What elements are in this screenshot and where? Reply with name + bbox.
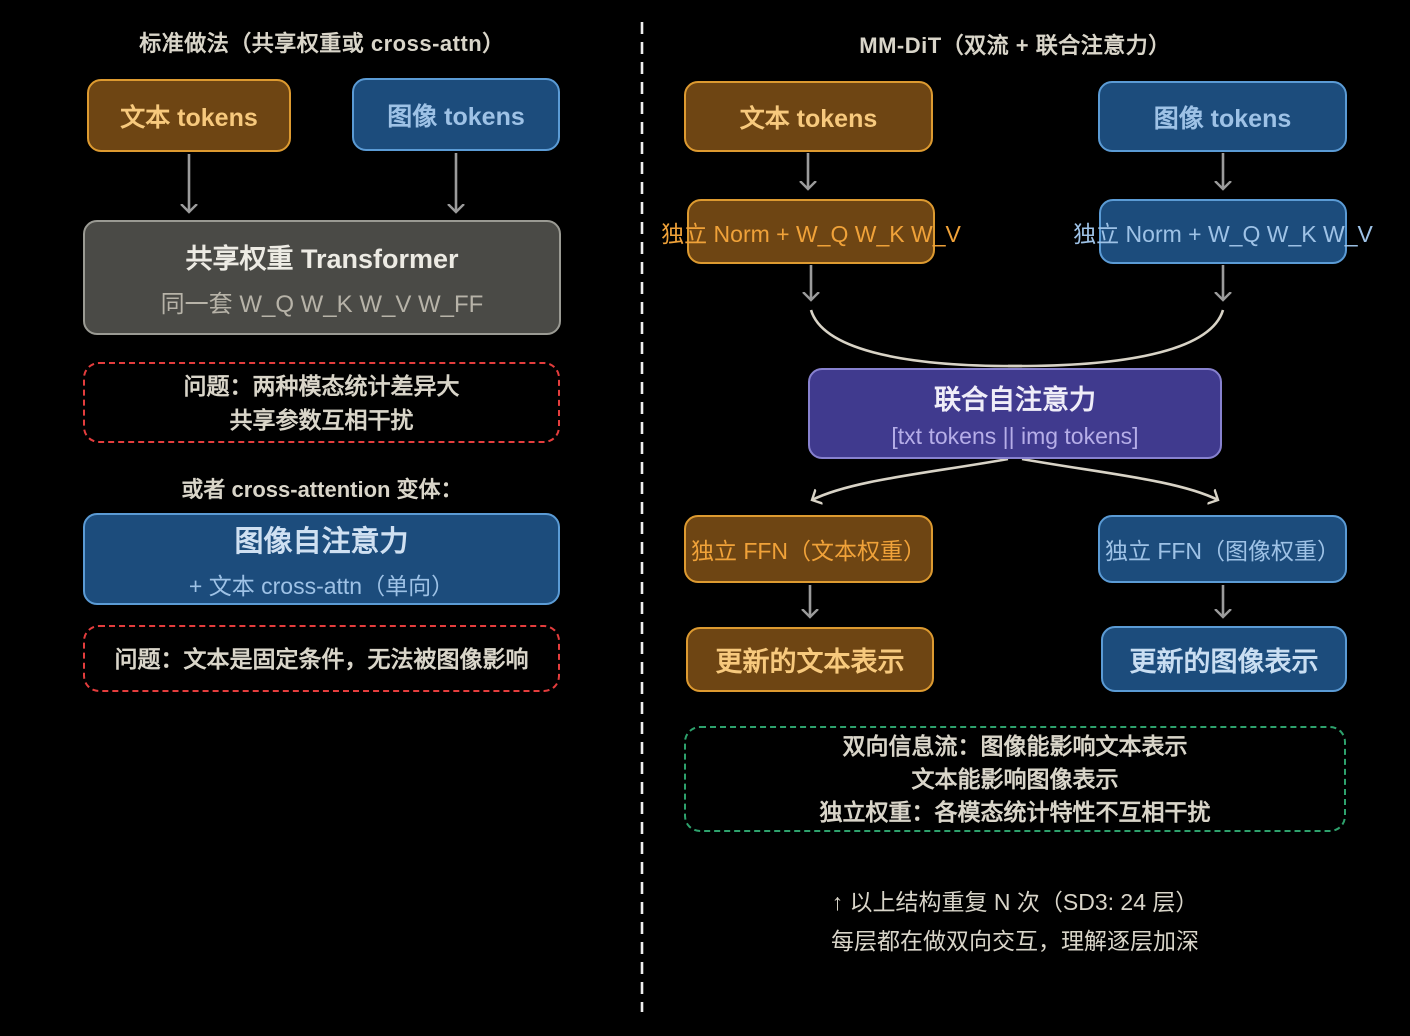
updated-image-label: 更新的图像表示 bbox=[1129, 646, 1319, 677]
repeat-note-line1: ↑ 以上结构重复 N 次（SD3: 24 层） bbox=[831, 889, 1199, 915]
left-image-tokens-box: 图像 tokens bbox=[352, 78, 560, 151]
curve-joint-to-image-ffn bbox=[1021, 457, 1218, 500]
benefit-box: 双向信息流：图像能影响文本表示 文本能影响图像表示 独立权重：各模态统计特性不互… bbox=[684, 726, 1346, 832]
joint-attention-title: 联合自注意力 bbox=[934, 384, 1096, 415]
mmdit-text-tokens-label: 文本 tokens bbox=[739, 104, 878, 133]
image-norm-box: 独立 Norm + W_Q W_K W_V bbox=[1073, 199, 1373, 264]
left-column-title: 标准做法（共享权重或 cross-attn） bbox=[139, 31, 505, 56]
image-norm-label: 独立 Norm + W_Q W_K W_V bbox=[1073, 220, 1373, 247]
mmdit-image-tokens-label: 图像 tokens bbox=[1153, 104, 1292, 133]
left-image-tokens-label: 图像 tokens bbox=[387, 102, 525, 131]
curve-joint-to-text-ffn bbox=[812, 457, 1009, 500]
text-norm-box: 独立 Norm + W_Q W_K W_V bbox=[661, 199, 961, 264]
text-norm-label: 独立 Norm + W_Q W_K W_V bbox=[661, 220, 961, 247]
repeat-note-line2: 每层都在做双向交互，理解逐层加深 bbox=[831, 928, 1199, 954]
problem-shared-box: 问题：两种模态统计差异大 共享参数互相干扰 bbox=[83, 362, 560, 443]
updated-text-label: 更新的文本表示 bbox=[715, 647, 905, 677]
left-text-tokens-label: 文本 tokens bbox=[120, 103, 258, 132]
repeat-note: ↑ 以上结构重复 N 次（SD3: 24 层） 每层都在做双向交互，理解逐层加深 bbox=[684, 883, 1346, 961]
benefit-line2: 文本能影响图像表示 bbox=[911, 765, 1119, 792]
problem-shared-line2: 共享参数互相干扰 bbox=[229, 406, 414, 433]
benefit-line1: 双向信息流：图像能影响文本表示 bbox=[842, 732, 1188, 759]
curve-text-into-joint bbox=[809, 309, 1023, 368]
left-text-tokens-box: 文本 tokens bbox=[87, 79, 291, 152]
text-ffn-box: 独立 FFN（文本权重） bbox=[684, 515, 933, 583]
right-column-title: MM-DiT（双流 + 联合注意力） bbox=[859, 33, 1171, 58]
shared-transformer-title: 共享权重 Transformer bbox=[185, 243, 459, 274]
updated-text-box: 更新的文本表示 bbox=[686, 627, 934, 692]
cross-attn-subtitle: + 文本 cross-attn（单向） bbox=[188, 572, 455, 599]
image-ffn-box: 独立 FFN（图像权重） bbox=[1098, 515, 1347, 583]
cross-attn-title: 图像自注意力 bbox=[234, 525, 409, 558]
shared-transformer-subtitle: 同一套 W_Q W_K W_V W_FF bbox=[160, 290, 484, 318]
curve-image-into-joint bbox=[1007, 309, 1225, 368]
problem-shared-line1: 问题：两种模态统计差异大 bbox=[183, 372, 460, 399]
shared-transformer-box: 共享权重 Transformer 同一套 W_Q W_K W_V W_FF bbox=[83, 220, 561, 335]
mmdit-text-tokens-box: 文本 tokens bbox=[684, 81, 933, 152]
cross-attn-variant-label: 或者 cross-attention 变体： bbox=[181, 477, 463, 502]
mmdit-image-tokens-box: 图像 tokens bbox=[1098, 81, 1347, 152]
cross-attn-variant-box: 图像自注意力 + 文本 cross-attn（单向） bbox=[83, 513, 560, 605]
text-ffn-label: 独立 FFN（文本权重） bbox=[690, 538, 927, 564]
problem-cross-box: 问题：文本是固定条件，无法被图像影响 bbox=[83, 625, 560, 692]
benefit-line3: 独立权重：各模态统计特性不互相干扰 bbox=[819, 798, 1211, 825]
image-ffn-label: 独立 FFN（图像权重） bbox=[1104, 538, 1341, 564]
joint-attention-subtitle: [txt tokens || img tokens] bbox=[891, 422, 1139, 449]
joint-attention-box: 联合自注意力 [txt tokens || img tokens] bbox=[808, 368, 1222, 459]
updated-image-box: 更新的图像表示 bbox=[1101, 626, 1347, 692]
problem-cross-line: 问题：文本是固定条件，无法被图像影响 bbox=[114, 645, 529, 672]
